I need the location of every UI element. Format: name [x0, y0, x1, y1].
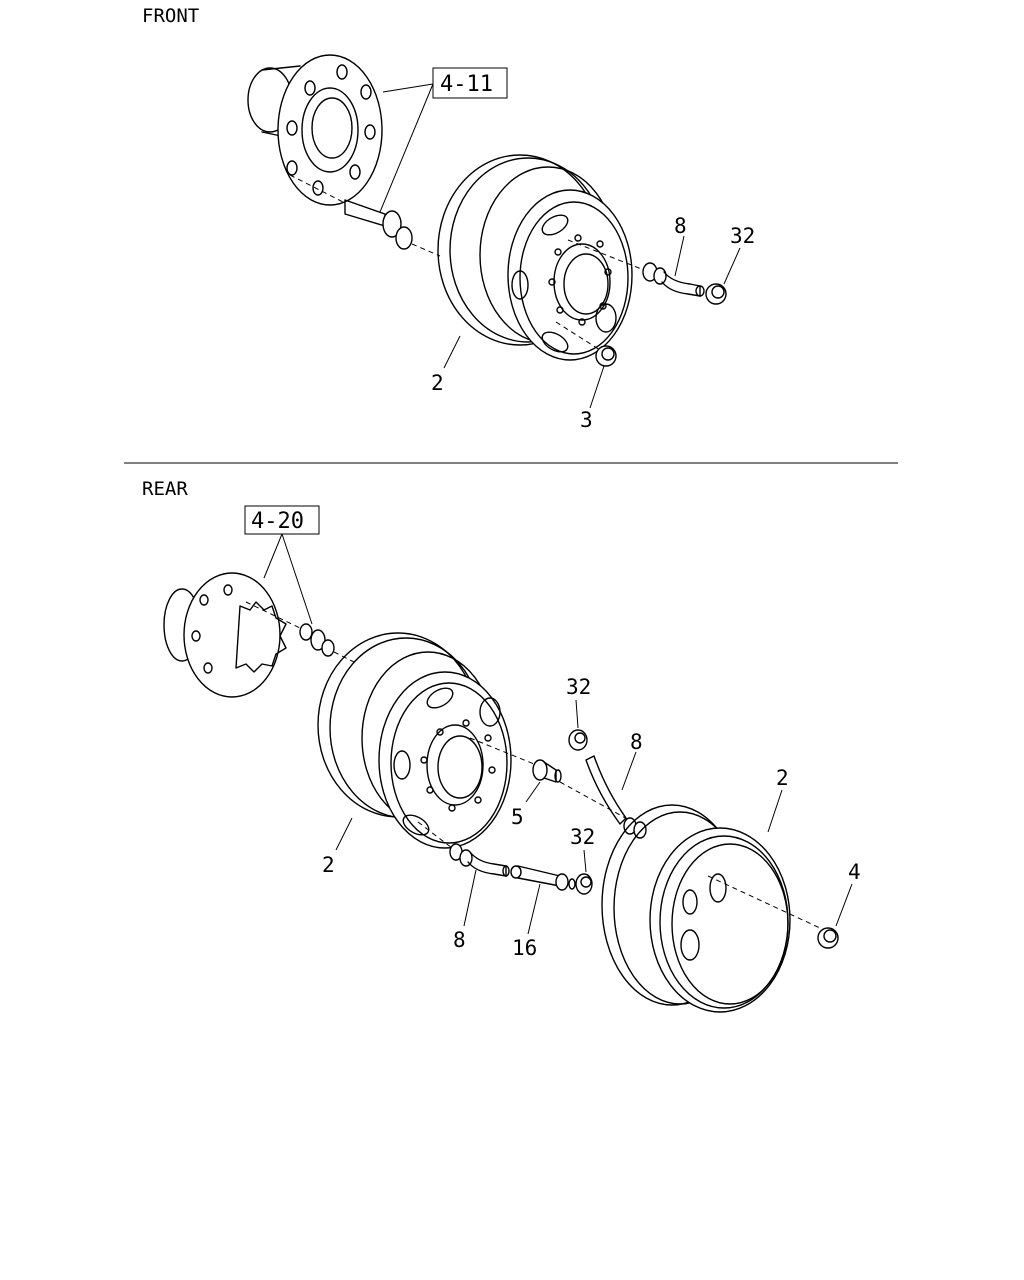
front-valve — [567, 239, 705, 297]
callout-front-wheel: 2 — [431, 371, 444, 395]
callout-front-nut: 3 — [580, 408, 593, 432]
front-hub-reference: 4-11 — [379, 67, 508, 213]
rear-valve-cap-upper — [568, 729, 588, 751]
front-hub — [247, 54, 383, 206]
callout-rear-inner-nut: 5 — [511, 805, 524, 829]
callout-rear-valve-upper: 8 — [630, 730, 643, 754]
front-wheel-nut — [555, 321, 617, 367]
front-section-label: FRONT — [142, 5, 199, 27]
rear-hub-stud — [245, 601, 359, 665]
rear-valve-lower — [417, 821, 510, 877]
callout-front-cap: 32 — [730, 224, 755, 248]
callout-rear-inner-wheel: 2 — [776, 766, 789, 790]
front-valve-cap — [705, 283, 727, 305]
callout-rear-valve-lower: 8 — [453, 928, 466, 952]
rear-hub — [163, 572, 287, 698]
rear-outer-wheel-nut — [707, 875, 839, 949]
rear-hub-reference-label: 4-20 — [251, 509, 304, 534]
rear-valve-extension — [510, 865, 576, 891]
front-hub-reference-label: 4-11 — [440, 72, 493, 97]
callout-rear-cap-upper: 32 — [566, 675, 591, 699]
callout-rear-extension: 16 — [512, 936, 537, 960]
callout-rear-outer-nut: 4 — [848, 860, 861, 884]
front-hub-stud — [289, 174, 441, 257]
rear-section-label: REAR — [142, 478, 188, 500]
callout-front-valve: 8 — [674, 214, 687, 238]
front-wheel — [437, 154, 633, 361]
callout-rear-cap-lower: 32 — [570, 825, 595, 849]
rear-outer-wheel — [317, 632, 512, 849]
rear-hub-reference: 4-20 — [244, 505, 320, 625]
rear-valve-cap-lower — [575, 873, 593, 895]
callout-rear-outer-wheel: 2 — [322, 853, 335, 877]
rear-inner-wheel — [601, 804, 791, 1013]
